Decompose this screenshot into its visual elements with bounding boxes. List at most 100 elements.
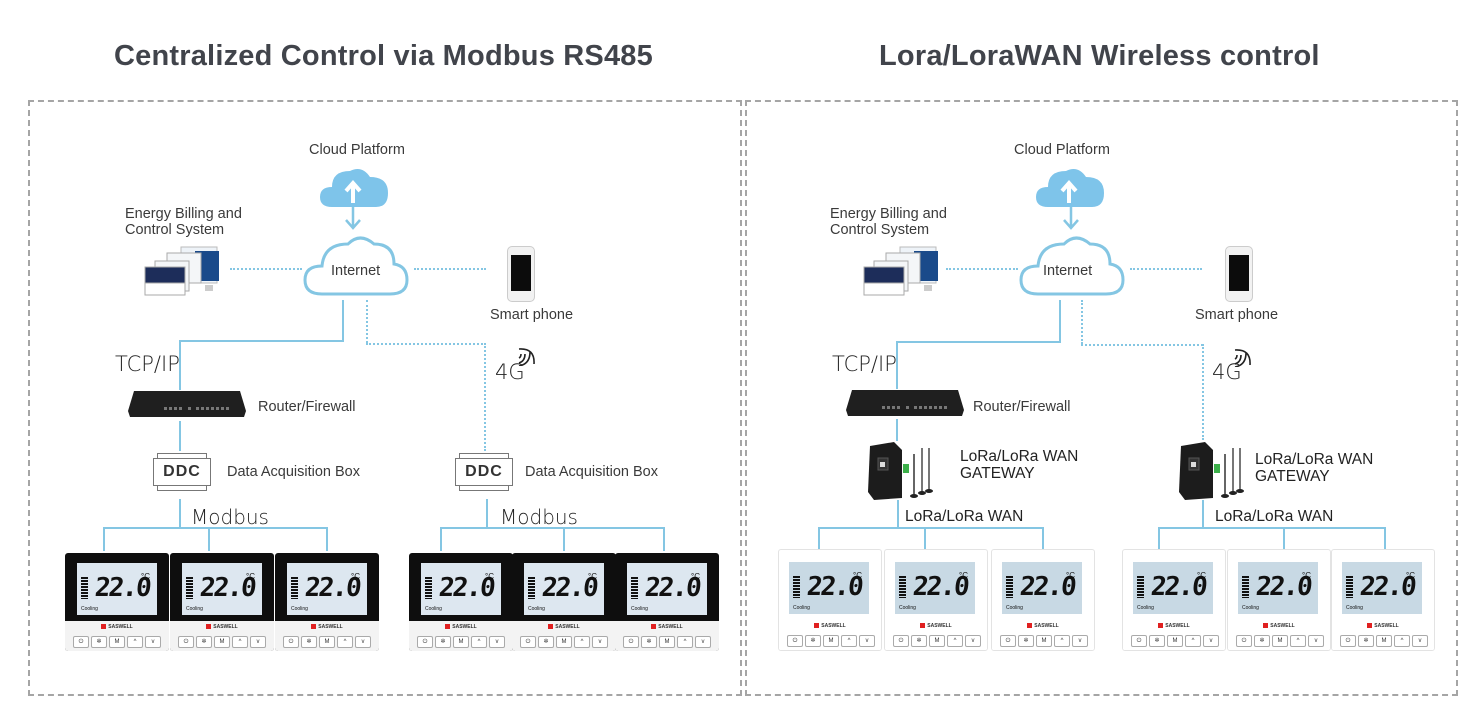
signal-icon	[518, 348, 535, 366]
fan-button: ✲	[641, 636, 657, 648]
down-button: v	[355, 636, 371, 648]
bus-1-drop-b	[208, 527, 210, 551]
cellular-link-v1	[1081, 300, 1083, 344]
up-button: ^	[337, 636, 353, 648]
internet-router-link	[1059, 300, 1061, 343]
fan-button: ✲	[1358, 635, 1374, 647]
fan-button: ✲	[91, 636, 107, 648]
bus-4-drop-a	[1158, 527, 1160, 549]
up-button: ^	[232, 636, 248, 648]
up-button: ^	[1185, 635, 1201, 647]
cellular-link-v1	[366, 300, 368, 343]
power-button: ⏻	[417, 636, 433, 648]
billing-link	[946, 268, 1018, 270]
down-button: v	[965, 635, 981, 647]
cellular-link-h	[1081, 344, 1203, 346]
mode-button: M	[453, 636, 469, 648]
power-button: ⏻	[1131, 635, 1147, 647]
power-button: ⏻	[1340, 635, 1356, 647]
fan-button: ✲	[1018, 635, 1034, 647]
up-button: ^	[1290, 635, 1306, 647]
internet-label: Internet	[1043, 263, 1093, 279]
router-uplink	[896, 341, 898, 389]
signal-icon	[1234, 349, 1251, 367]
cloud-platform-label: Cloud Platform	[1014, 142, 1110, 158]
power-button: ⏻	[1000, 635, 1016, 647]
gateway-label-2: LoRa/LoRa WAN GATEWAY	[1255, 451, 1373, 485]
smart-phone-label: Smart phone	[1195, 307, 1279, 323]
router-label: Router/Firewall	[973, 399, 1071, 415]
mode-button: M	[929, 635, 945, 647]
cloud-platform-icon	[1036, 169, 1104, 207]
fan-button: ✲	[435, 636, 451, 648]
power-button: ⏻	[893, 635, 909, 647]
power-button: ⏻	[283, 636, 299, 648]
billing-line-1: Energy Billing and	[830, 206, 947, 222]
up-button: ^	[947, 635, 963, 647]
down-button: v	[1072, 635, 1088, 647]
bus-2-drop-b	[563, 527, 565, 551]
power-button: ⏻	[520, 636, 536, 648]
right-title: Lora/LoraWAN Wireless control	[879, 40, 1320, 72]
gateway-line-2: GATEWAY	[1255, 468, 1330, 485]
router-icon	[846, 390, 964, 416]
power-button: ⏻	[178, 636, 194, 648]
mode-button: M	[556, 636, 572, 648]
tcpip-label: TCP/IP	[832, 352, 897, 376]
router-icon	[128, 391, 246, 417]
bus-2-drop-a	[440, 527, 442, 551]
gateway-label-1: LoRa/LoRa WAN GATEWAY	[960, 448, 1078, 482]
internet-cloud-icon	[303, 236, 409, 296]
billing-system-icon	[144, 246, 219, 296]
fan-button: ✲	[1254, 635, 1270, 647]
smart-phone-label: Smart phone	[490, 307, 574, 323]
power-button: ⏻	[623, 636, 639, 648]
down-button: v	[695, 636, 711, 648]
bus-1-drop-a	[103, 527, 105, 551]
billing-link	[230, 268, 302, 270]
smart-phone-icon	[507, 246, 535, 302]
router-gateway-link	[896, 419, 898, 441]
down-button: v	[489, 636, 505, 648]
mode-button: M	[659, 636, 675, 648]
fan-button: ✲	[538, 636, 554, 648]
left-title: Centralized Control via Modbus RS485	[114, 40, 653, 72]
acquisition-box-label-2: Data Acquisition Box	[525, 464, 658, 480]
down-button: v	[592, 636, 608, 648]
bus-4	[1158, 527, 1386, 529]
mode-button: M	[823, 635, 839, 647]
ddc-bus-link-2	[486, 499, 488, 527]
modbus-label-1: Modbus	[191, 505, 269, 529]
mode-button: M	[1167, 635, 1183, 647]
down-button: v	[145, 636, 161, 648]
bus-4-drop-b	[1283, 527, 1285, 549]
cellular-label: 4G	[495, 360, 525, 384]
bus-3-drop-c	[1042, 527, 1044, 549]
bus-1-drop-c	[326, 527, 328, 551]
billing-line-1: Energy Billing and	[125, 206, 242, 222]
fan-button: ✲	[805, 635, 821, 647]
lora-bus-label-2: LoRa/LoRa WAN	[1215, 508, 1334, 525]
up-button: ^	[574, 636, 590, 648]
internet-label: Internet	[331, 263, 381, 279]
gateway-icon	[868, 442, 933, 500]
ddc-bus-link-1	[179, 499, 181, 527]
billing-system-label: Energy Billing and Control System	[830, 206, 947, 238]
mode-button: M	[1272, 635, 1288, 647]
billing-line-2: Control System	[125, 222, 225, 238]
cellular-link-v2	[484, 343, 486, 451]
router-label: Router/Firewall	[258, 399, 356, 415]
down-arrow-icon	[345, 207, 361, 230]
ddc-box-2: DDC	[455, 453, 513, 491]
fan-button: ✲	[911, 635, 927, 647]
gateway-bus-link-2	[1202, 500, 1204, 527]
power-button: ⏻	[787, 635, 803, 647]
down-arrow-icon	[1063, 207, 1079, 230]
tcpip-label: TCP/IP	[115, 352, 180, 376]
